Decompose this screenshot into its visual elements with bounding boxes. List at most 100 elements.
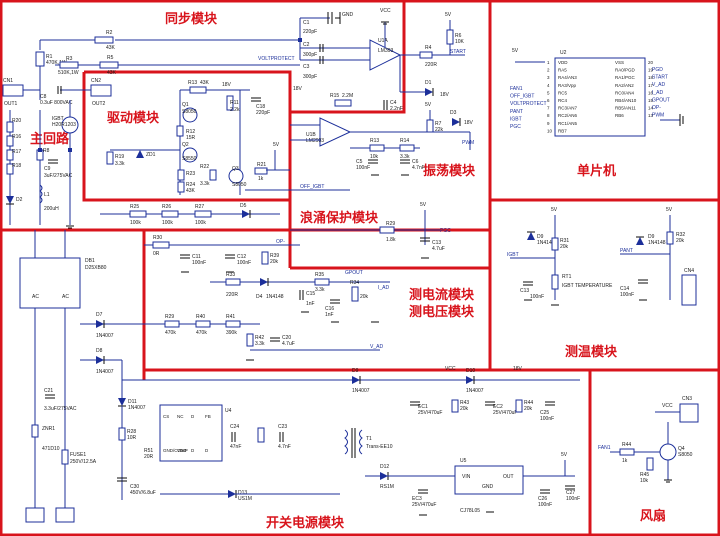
label-r33: R33 <box>226 272 235 278</box>
value-fuse1: 250V/12.5A <box>70 459 97 465</box>
value-c21: 3.3uF/275VAC <box>44 406 77 412</box>
mcu-pin-left: RC1/AN5 <box>558 121 578 126</box>
controller-u4 <box>159 404 223 462</box>
resistor-r13 <box>189 86 207 94</box>
mcu-pin-number-left: 9 <box>547 121 550 126</box>
mcu-pin-number-right: 20 <box>648 60 654 65</box>
label-r21: R21 <box>257 162 266 168</box>
thermistor-rt1 <box>551 274 559 290</box>
resistor-r6 <box>446 29 454 45</box>
label-r15: R15 <box>330 93 339 99</box>
resistor-r4 <box>419 51 433 59</box>
mcu-net-left: PANT <box>510 109 523 115</box>
mcu-net-right: PGD <box>652 67 663 73</box>
label-c13: C13 <box>432 240 441 246</box>
label-q4: Q4 <box>678 446 685 452</box>
diode-d5 <box>242 210 250 218</box>
resistor-r35 <box>314 278 330 286</box>
mcu-pin-right: VSS <box>615 60 624 65</box>
u4-pin-label: D <box>191 448 195 453</box>
mcu-pin-left: RC4 <box>558 98 567 103</box>
label-r19: R19 <box>115 154 124 160</box>
value-d9c: 1N4007 <box>352 388 370 394</box>
resistor-r33 <box>225 278 241 286</box>
u4-pin-label: GND/COMP <box>163 448 188 453</box>
value-r12: 15R <box>186 135 196 141</box>
resistor-r17 <box>6 149 14 161</box>
label-db1: DB1 <box>85 258 95 264</box>
value-c3: 300pF <box>303 74 317 80</box>
label-out1: OUT1 <box>4 101 18 107</box>
value-d11: 1N4007 <box>128 405 146 411</box>
resistor-r2 <box>94 36 114 44</box>
label-r16: R16 <box>12 134 21 140</box>
label-r11: R11 <box>230 100 239 106</box>
value-d4: 1N4148 <box>266 294 284 300</box>
value-r5: 43K <box>107 70 117 76</box>
value-c5: 100nF <box>356 165 370 171</box>
resistor-r29 <box>379 226 395 234</box>
fuse-fuse1 <box>61 449 69 465</box>
label-18v-d1: 18V <box>440 92 450 98</box>
resistor-r7 <box>426 119 434 133</box>
resistor-r15 <box>334 99 352 107</box>
title-mcu: 单片机 <box>577 163 616 178</box>
label-r44b: R44 <box>622 442 631 448</box>
label-d1: D1 <box>425 80 432 86</box>
resistor-r12 <box>176 125 184 137</box>
resistor-r51b <box>257 427 265 443</box>
diode-d2 <box>6 196 14 204</box>
value-r7: 22k <box>435 127 444 133</box>
label-r35: R35 <box>315 272 324 278</box>
mcu-pin-right: RC0/AN4 <box>615 90 635 95</box>
resistor-r39 <box>261 251 269 265</box>
value-c25: 100nF <box>540 416 554 422</box>
value-c11: 100nF <box>192 260 206 266</box>
value-d13: US1M <box>238 496 252 502</box>
value-c24: 47nF <box>230 444 241 450</box>
label-q3: Q3 <box>232 166 239 172</box>
value-r32: 20k <box>676 238 685 244</box>
connector-cn5 <box>25 507 45 523</box>
label-r4: R4 <box>425 45 432 51</box>
label-r7: R7 <box>435 121 442 127</box>
mcu-pin-number-right: 15 <box>648 98 654 103</box>
mcu-pin-right: RB6 <box>615 113 624 118</box>
label-u1b-model: LM2903 <box>306 138 324 144</box>
mcu-net-right: PWM <box>652 113 664 119</box>
label-d13: D13 <box>238 490 247 496</box>
label-r39: R39 <box>270 253 279 259</box>
label-d12: D12 <box>380 464 389 470</box>
transistor-q1 <box>182 107 198 123</box>
mcu-pin-number-left: 5 <box>547 90 550 95</box>
label-r6: R6 <box>455 33 462 39</box>
label-q1: Q1 <box>182 102 189 108</box>
mcu-net-right: OP- <box>652 105 661 111</box>
resistor-r5 <box>99 61 119 69</box>
label-r24: R24 <box>186 182 195 188</box>
label-fuse1: FUSE1 <box>70 452 86 458</box>
value-u5: CJ78L05 <box>460 508 480 514</box>
value-q2: S8550 <box>182 156 197 162</box>
value-d7: 1N4007 <box>96 333 114 339</box>
connector-cn3 <box>679 403 699 423</box>
resistor-r26 <box>161 210 179 218</box>
label-r34: R34 <box>350 280 359 286</box>
resistor-r16 <box>6 135 14 147</box>
diode-d9b <box>527 232 535 240</box>
label-pwm: PWM <box>462 140 474 146</box>
value-t1: Trans-EE10 <box>366 444 393 450</box>
label-u5: U5 <box>460 458 467 464</box>
label-r13: R13 <box>188 80 197 86</box>
value-r28: 10R <box>127 435 137 441</box>
current-voltage-module: DB1 D25XB80 AC AC R30 0R OP- C11 100nF C… <box>19 230 390 520</box>
transistor-q2 <box>182 147 198 163</box>
label-cn4: CN4 <box>684 268 694 274</box>
resistor-r11 <box>226 95 234 111</box>
value-ec2: 25V/470uF <box>493 410 517 416</box>
label-c27: C27 <box>566 490 575 496</box>
label-r20: R20 <box>12 118 21 124</box>
value-c8: 0.3uF 800VAC <box>40 100 73 106</box>
label-c3: C3 <box>303 64 310 70</box>
value-r6: 10K <box>455 39 465 45</box>
